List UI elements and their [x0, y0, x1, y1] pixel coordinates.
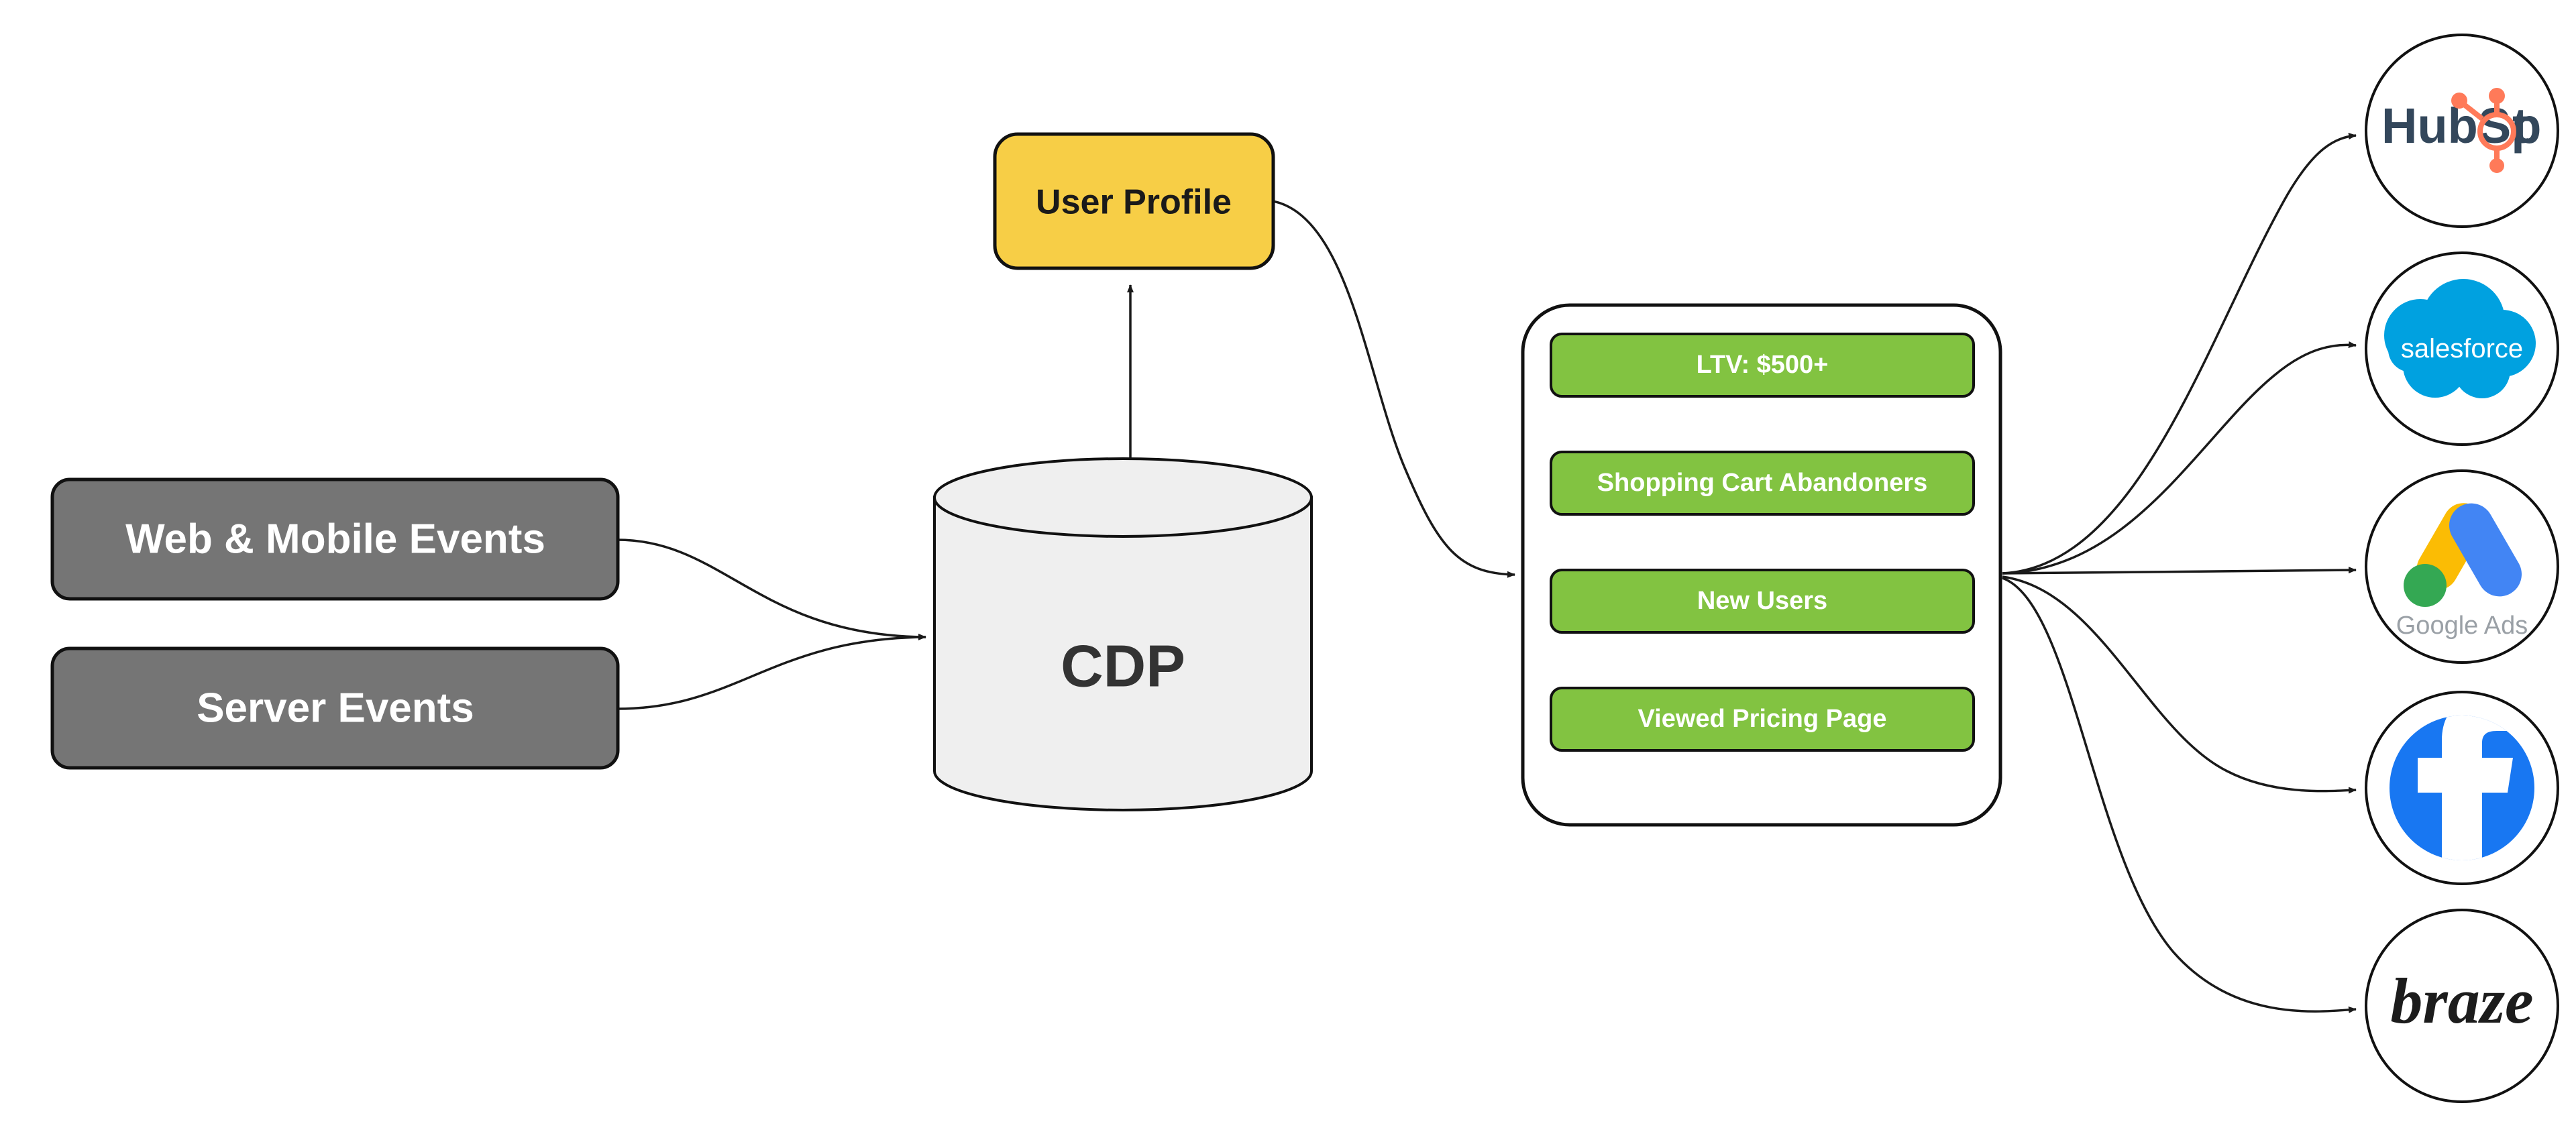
- hubspot-circle[interactable]: [2365, 34, 2559, 228]
- destination-hubspot[interactable]: HubSp t: [2365, 34, 2559, 228]
- segment-chip-new-users[interactable]: New Users: [1550, 569, 1975, 634]
- segment-chip-cart-abandoners[interactable]: Shopping Cart Abandoners: [1550, 451, 1975, 516]
- edge-segments-to-hubspot: [2002, 133, 2357, 575]
- segment-chip-ltv[interactable]: LTV: $500+: [1550, 333, 1975, 398]
- edge-server-events-to-cdp: [616, 636, 926, 710]
- cdp-cylinder-top: [933, 457, 1313, 538]
- cdp-label: CDP: [1061, 632, 1185, 699]
- segment-chip-cart-abandoners-label: Shopping Cart Abandoners: [1597, 469, 1928, 497]
- google-ads-icon: Google Ads: [2396, 503, 2528, 640]
- user-profile-label: User Profile: [1036, 183, 1232, 222]
- user-profile-node[interactable]: User Profile: [993, 132, 1275, 270]
- edge-web-events-to-cdp: [616, 538, 926, 640]
- edge-segments-to-google-ads: [2002, 567, 2357, 575]
- salesforce-icon: salesforce: [2384, 279, 2536, 398]
- destination-salesforce[interactable]: salesforce: [2365, 251, 2559, 446]
- hubspot-wordmark-part2: t: [2512, 98, 2529, 154]
- segment-chip-viewed-pricing-label: Viewed Pricing Page: [1638, 705, 1886, 733]
- google-ads-wordmark: Google Ads: [2396, 612, 2528, 640]
- braze-circle[interactable]: [2365, 909, 2559, 1103]
- destination-braze[interactable]: braze: [2365, 909, 2559, 1103]
- salesforce-wordmark: salesforce: [2401, 334, 2523, 363]
- segment-chip-cart-abandoners-box[interactable]: [1550, 451, 1975, 516]
- segment-chip-ltv-label: LTV: $500+: [1697, 351, 1829, 379]
- facebook-icon: [2390, 716, 2534, 860]
- edge-segments-to-salesforce: [2002, 341, 2357, 575]
- segment-chip-viewed-pricing[interactable]: Viewed Pricing Page: [1550, 687, 1975, 752]
- segments-panel[interactable]: LTV: $500+ Shopping Cart Abandoners New …: [1521, 303, 2002, 827]
- edge-user-profile-to-segments: [1260, 198, 1515, 578]
- edge-segments-to-facebook: [2002, 575, 2357, 794]
- cdp-cylinder-body[interactable]: [933, 496, 1313, 811]
- destination-google-ads[interactable]: Google Ads: [2365, 469, 2559, 664]
- cdp-cylinder-node[interactable]: CDP: [933, 457, 1313, 811]
- hubspot-icon: HubSp t: [2381, 88, 2541, 173]
- destination-facebook[interactable]: [2365, 691, 2559, 885]
- server-events-box[interactable]: [50, 646, 620, 770]
- segment-chip-new-users-box[interactable]: [1550, 569, 1975, 634]
- source-node-server-events[interactable]: Server Events: [50, 646, 620, 770]
- source-nodes: Web & Mobile Events Server Events: [50, 477, 620, 770]
- web-mobile-events-label: Web & Mobile Events: [125, 516, 545, 562]
- segment-chip-ltv-box[interactable]: [1550, 333, 1975, 398]
- server-events-label: Server Events: [197, 685, 474, 731]
- source-node-web-mobile-events[interactable]: Web & Mobile Events: [50, 477, 620, 601]
- segment-chip-new-users-label: New Users: [1697, 587, 1827, 615]
- user-profile-box[interactable]: [993, 132, 1275, 270]
- braze-wordmark: braze: [2390, 965, 2533, 1037]
- web-mobile-events-box[interactable]: [50, 477, 620, 601]
- connector-layer: [616, 133, 2357, 1013]
- edge-segments-to-braze: [2002, 577, 2357, 1013]
- segment-chip-viewed-pricing-box[interactable]: [1550, 687, 1975, 752]
